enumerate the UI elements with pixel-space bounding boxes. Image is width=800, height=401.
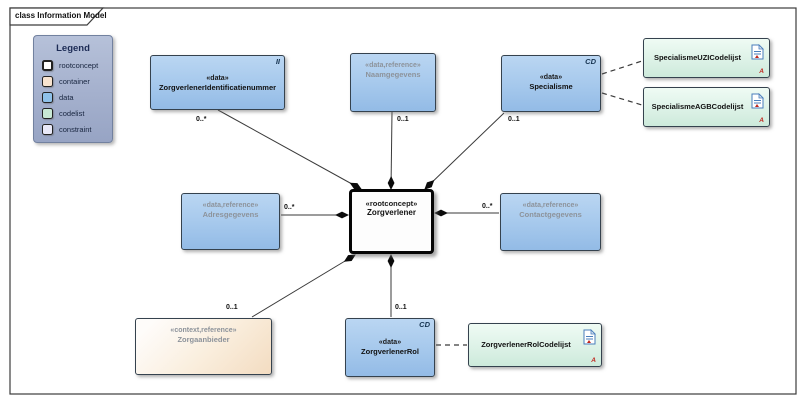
legend-item-label: container: [59, 77, 90, 86]
class-name: Naamgegevens: [365, 70, 421, 79]
node-contactgegevens[interactable]: «data,reference» Contactgegevens: [500, 193, 601, 251]
class-name: ZorgverlenerRol: [361, 347, 419, 356]
legend-item-container: container: [42, 76, 112, 87]
node-adresgegevens[interactable]: «data,reference» Adresgegevens: [181, 193, 280, 250]
node-zorgaanbieder[interactable]: «context,reference» Zorgaanbieder: [135, 318, 272, 375]
multiplicity-zorgverlenerrol: 0..1: [395, 304, 407, 311]
stereotype-label: «data,reference»: [522, 202, 579, 209]
rootconcept-swatch: [42, 60, 53, 71]
class-name: Adresgegevens: [202, 210, 259, 219]
document-icon: [751, 93, 764, 109]
stereotype-label: «data»: [378, 339, 402, 346]
node-zorgverlener-rol-codelijst[interactable]: ZorgverlenerRolCodelijst A: [468, 323, 602, 367]
stereotype-label: «rootconcept»: [365, 199, 418, 208]
class-name: Zorgaanbieder: [177, 335, 230, 344]
red-a-marker: A: [591, 357, 596, 364]
legend-item-codelist: codelist: [42, 108, 112, 119]
node-specialisme-uzi-codelijst[interactable]: SpecialismeUZICodelijst A: [643, 38, 770, 78]
multiplicity-naamgegevens: 0..1: [397, 116, 409, 123]
stereotype-label: «data»: [206, 75, 229, 82]
class-name: ZorgverlenerRolCodelijst: [481, 340, 571, 349]
legend-item-data: data: [42, 92, 112, 103]
node-specialisme[interactable]: CD «data» Specialisme: [501, 55, 601, 112]
node-naamgegevens[interactable]: «data,reference» Naamgegevens: [350, 53, 436, 112]
diagram-frame-border: [9, 7, 797, 395]
legend-item-rootconcept: rootconcept: [42, 60, 112, 71]
class-name: Contactgegevens: [519, 210, 582, 219]
class-name: ZorgverlenerIdentificatienummer: [158, 83, 277, 92]
legend-panel: Legend rootconcept container data codeli…: [33, 35, 113, 143]
class-name: Zorgverlener: [367, 208, 416, 217]
connector-specialisme-agb[interactable]: [601, 92, 643, 106]
node-zorgverlener-identificatienummer[interactable]: II «data» ZorgverlenerIdentificatienumme…: [150, 55, 285, 110]
document-icon: [751, 44, 764, 60]
stereotype-label: «context,reference»: [170, 327, 237, 334]
corner-label: CD: [419, 320, 430, 329]
diagram-title: class Information Model: [15, 11, 107, 20]
node-zorgverlener[interactable]: «rootconcept» Zorgverlener: [349, 189, 434, 254]
document-icon: [583, 329, 596, 345]
connector-zorgaanbieder[interactable]: [251, 254, 356, 318]
class-name: SpecialismeUZICodelijst: [653, 53, 742, 62]
connector-identificatienummer[interactable]: [217, 109, 362, 190]
multiplicity-specialisme: 0..1: [508, 116, 520, 123]
stereotype-label: «data,reference»: [202, 202, 259, 209]
diagram-frame-tab: [9, 7, 105, 26]
constraint-swatch: [42, 124, 53, 135]
data-swatch: [42, 92, 53, 103]
codelist-swatch: [42, 108, 53, 119]
node-specialisme-agb-codelijst[interactable]: SpecialismeAGBCodelijst A: [643, 87, 770, 127]
multiplicity-adresgegevens: 0..*: [284, 204, 295, 211]
connector-naamgegevens[interactable]: [387, 111, 395, 190]
legend-title: Legend: [56, 43, 90, 54]
corner-label: II: [275, 57, 280, 66]
legend-item-label: data: [59, 93, 74, 102]
multiplicity-zorgaanbieder: 0..1: [226, 304, 238, 311]
multiplicity-contactgegevens: 0..*: [482, 203, 493, 210]
legend-item-label: codelist: [59, 109, 85, 118]
node-zorgverlener-rol[interactable]: CD «data» ZorgverlenerRol: [345, 318, 435, 377]
class-name: SpecialismeAGBCodelijst: [651, 102, 744, 111]
legend-item-label: constraint: [59, 125, 92, 134]
red-a-marker: A: [759, 68, 764, 75]
stereotype-label: «data»: [539, 74, 563, 81]
connector-specialisme-uzi[interactable]: [601, 60, 643, 75]
corner-label: CD: [585, 57, 596, 66]
container-swatch: [42, 76, 53, 87]
legend-item-label: rootconcept: [59, 61, 99, 70]
connector-specialisme[interactable]: [424, 112, 505, 190]
class-name: Specialisme: [529, 82, 573, 91]
multiplicity-identificatienummer: 0..*: [196, 116, 207, 123]
stereotype-label: «data,reference»: [365, 62, 421, 69]
legend-item-constraint: constraint: [42, 124, 112, 135]
red-a-marker: A: [759, 117, 764, 124]
